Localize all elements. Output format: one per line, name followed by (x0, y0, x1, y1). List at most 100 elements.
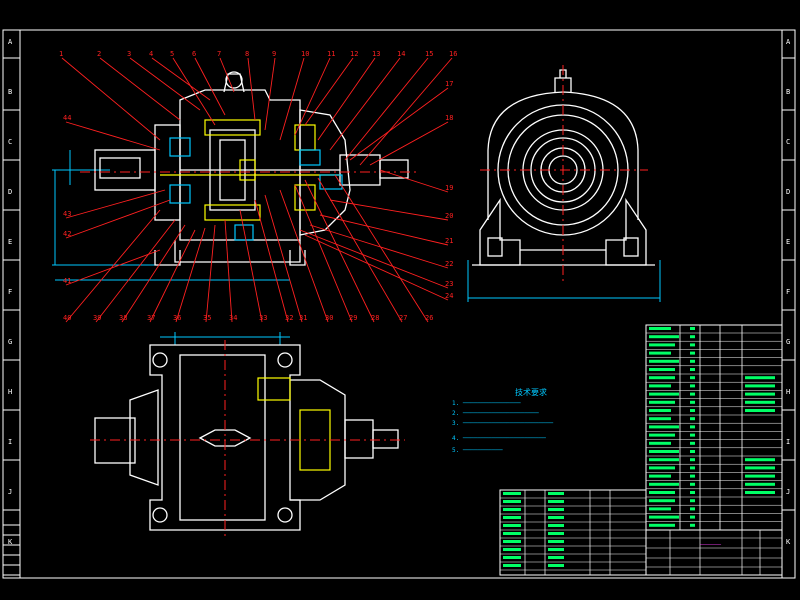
leader-line (175, 227, 206, 323)
parts-table-cell-text (690, 327, 695, 330)
row-letter-right: J (786, 488, 790, 496)
leader-line (151, 57, 211, 101)
parts-table-cell-text (649, 441, 671, 445)
balloon-label: 22 (445, 260, 453, 268)
title-block-cell-text (503, 524, 521, 527)
row-letter-right: A (786, 38, 791, 46)
balloon-label: 29 (349, 314, 357, 322)
parts-table-cell-text (690, 351, 695, 355)
balloon-leader-lines (61, 57, 453, 323)
balloon-label: 21 (445, 237, 453, 245)
parts-table-cell-text (649, 507, 671, 511)
row-letter-right: H (786, 388, 790, 396)
leader-line (319, 214, 449, 246)
row-letter-left: K (8, 538, 13, 546)
parts-table-cell-text (649, 474, 671, 478)
balloon-label: 35 (203, 314, 211, 322)
title-block-cell-text (503, 564, 521, 567)
leader-line (294, 57, 331, 136)
parts-table-cell-text (690, 450, 695, 453)
leader-line (247, 57, 256, 121)
row-letter-right: B (786, 88, 790, 96)
parts-table-cell-text (690, 376, 695, 380)
title-block-drawing-name: ─────── (699, 542, 722, 548)
parts-table-cell-text (649, 335, 679, 339)
title-block-right-frame (645, 529, 783, 576)
title-block-cell-text (503, 492, 521, 495)
row-letter-left: D (8, 188, 12, 196)
parts-table-cell-text (690, 368, 695, 371)
balloon-label: 20 (445, 212, 453, 220)
leader-line (194, 57, 226, 116)
parts-table-cell-text (745, 491, 775, 494)
leader-line (304, 179, 375, 323)
leader-line (65, 249, 161, 286)
notes-line-5: 5. ─────────── (452, 447, 503, 454)
parts-table-cell-text (649, 359, 679, 363)
balloon-label: 1 (59, 50, 63, 58)
title-block-cell-text (503, 508, 521, 511)
technical-requirements: 技术要求 1. ──────────────── 2. ────────────… (452, 387, 554, 454)
leader-line (149, 229, 196, 323)
parts-table-cell-text (690, 400, 695, 404)
balloon-label: 4 (149, 50, 153, 58)
parts-list-table (645, 324, 783, 531)
leader-line (65, 121, 161, 151)
leader-line (121, 224, 186, 323)
parts-table-cell-text (745, 466, 775, 470)
balloon-label: 42 (63, 230, 71, 238)
parts-table-cell-text (649, 523, 675, 527)
title-block-cell-text (548, 556, 564, 559)
parts-table-cell-text (649, 515, 679, 519)
balloon-label: 28 (371, 314, 379, 322)
parts-table-cell-text (690, 474, 695, 478)
row-letter-right: D (786, 188, 790, 196)
parts-table-cell-text (649, 450, 679, 453)
title-block-cell-text (548, 508, 564, 511)
row-letter-left: H (8, 388, 12, 396)
parts-table-cell-text (690, 441, 695, 445)
balloon-label: 11 (327, 50, 335, 58)
parts-table-cell-text (649, 400, 675, 404)
parts-table-cell-text (649, 351, 671, 355)
leader-line (317, 177, 403, 323)
row-letter-left: C (8, 138, 12, 146)
title-block-cell-text (548, 540, 564, 543)
parts-table-cell-text (690, 491, 695, 494)
parts-table-cell-text (745, 409, 775, 412)
parts-table-cell-text (690, 482, 695, 486)
parts-table-cell-text (690, 466, 695, 470)
leader-line (61, 57, 161, 141)
parts-table-cell-text (745, 400, 775, 404)
leader-line (254, 199, 289, 323)
leader-line (309, 224, 449, 269)
row-letter-right: F (786, 288, 790, 296)
balloon-label: 24 (445, 292, 453, 300)
row-letter-right: G (786, 338, 790, 346)
leader-line (172, 57, 216, 126)
parts-table-cell-text (690, 343, 695, 347)
row-letter-right: I (786, 438, 790, 446)
leader-line (65, 199, 171, 239)
side-view (467, 65, 661, 302)
row-letter-right: C (786, 138, 790, 146)
top-view (90, 332, 405, 540)
leader-line (95, 219, 176, 323)
title-block-cell-text (548, 492, 564, 495)
parts-table-cell-text (649, 417, 671, 421)
balloon-label: 40 (63, 314, 71, 322)
balloon-label: 7 (217, 50, 221, 58)
title-block-cell-text (548, 516, 564, 519)
parts-table-cell-text (690, 392, 695, 396)
row-letter-left: G (8, 338, 12, 346)
balloon-label: 30 (325, 314, 333, 322)
parts-table-cell-text (745, 482, 775, 486)
title-block-cell-text (548, 564, 564, 567)
title-block-cell-text (503, 500, 521, 503)
leader-line (304, 234, 449, 301)
balloon-label: 18 (445, 114, 453, 122)
row-letter-right: K (786, 538, 791, 546)
balloon-label: 32 (285, 314, 293, 322)
balloon-label: 13 (372, 50, 380, 58)
